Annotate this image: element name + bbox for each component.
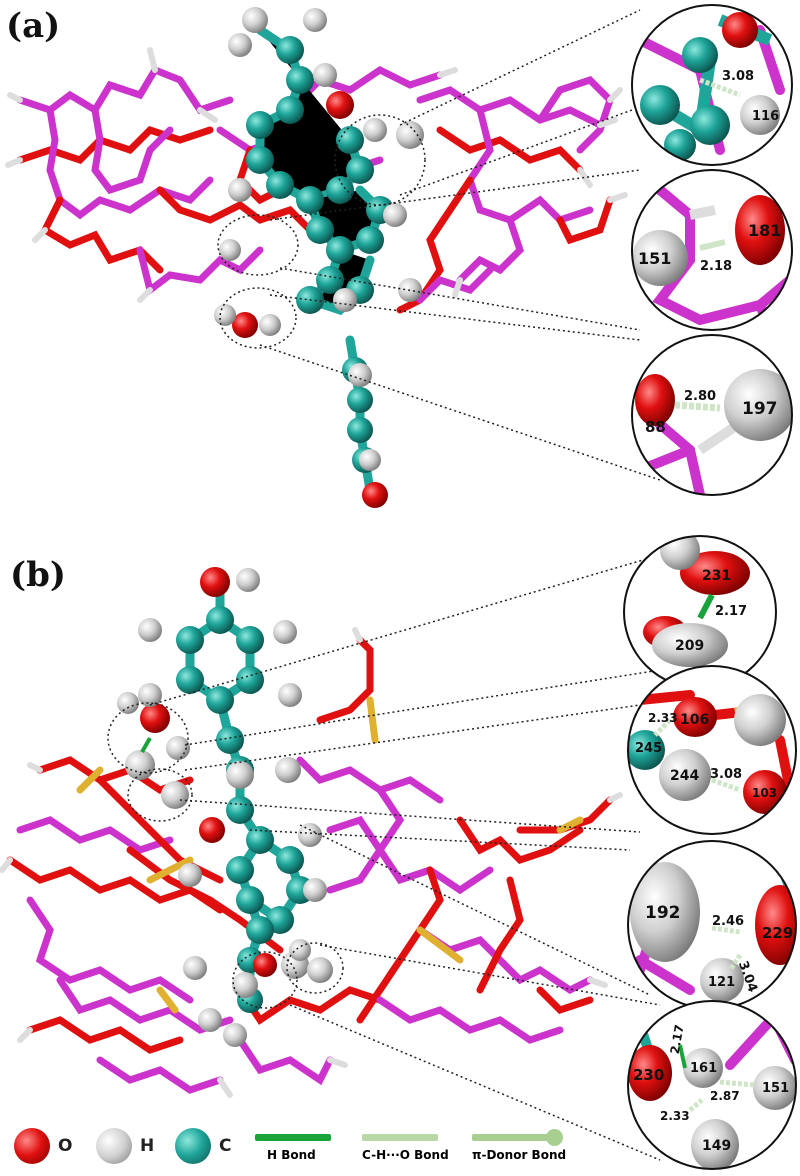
zoom-b2-atom-label: 103	[752, 786, 777, 800]
zoom-b4-atom-label: 149	[702, 1138, 731, 1154]
zoom-b4-atom-label: 151	[762, 1081, 789, 1096]
h-bond-swatch	[255, 1134, 331, 1141]
zoom-b1-atom-label: 231	[702, 568, 731, 584]
legend-item-oxygen: O	[14, 1126, 72, 1166]
zoom-a3-distance: 2.80	[684, 389, 716, 404]
zoom-a1-distance: 3.08	[722, 69, 754, 84]
legend-label: H	[140, 1136, 155, 1156]
zoom-b3-atom-label: 192	[645, 903, 681, 923]
zoom-a2-atom-label: 181	[748, 221, 781, 240]
zoom-circle-b2: 106 245 244 103 2.33 3.08	[627, 665, 797, 835]
hydrogen-atom-swatch	[96, 1128, 132, 1164]
carbon-atom-swatch	[175, 1128, 211, 1164]
legend-item-pi-donor-bond: π-Donor Bond	[472, 1129, 582, 1166]
panel-label-b: (b)	[10, 555, 66, 595]
zoom-a3-atom-label: 88	[645, 418, 666, 436]
zoom-a3-atom-label: 197	[742, 399, 778, 419]
zoom-circle-b4: 230 161 151 149 2.17 2.87 2.33	[627, 1000, 797, 1170]
zoom-a2-distance: 2.18	[700, 259, 732, 274]
zoom-b1-atom-label: 209	[675, 638, 704, 654]
zoom-circle-a3: 88 197 2.80	[631, 334, 793, 496]
zoom-b2-atom-label: 245	[635, 741, 662, 756]
panel-b-structure	[0, 554, 661, 1161]
legend-item-h-bond: H Bond	[255, 1134, 335, 1166]
legend-item-carbon: C	[175, 1126, 231, 1166]
zoom-circle-b3: 192 229 121 2.46 3.04	[627, 840, 797, 1010]
zoom-circle-b1: 231 209 2.17	[623, 535, 777, 689]
pi-donor-bond-end-dot	[546, 1129, 563, 1146]
zoom-b4-distance: 2.87	[710, 1089, 740, 1103]
zoom-a1-atom-label: 116	[752, 109, 779, 124]
zoom-circle-a2: 181 151 2.18	[631, 169, 793, 331]
zoom-b4-atom-label: 230	[633, 1066, 664, 1084]
zoom-b3-atom-label: 229	[762, 924, 793, 942]
panel-label-a: (a)	[6, 6, 61, 46]
zoom-b4-distance: 2.33	[660, 1109, 690, 1123]
ch-o-bond-swatch	[362, 1134, 438, 1141]
zoom-circle-a1: 3.08 116	[631, 4, 793, 166]
zoom-b4-atom-label: 161	[690, 1061, 717, 1076]
oxygen-atom-swatch	[14, 1128, 50, 1164]
legend-label: O	[58, 1136, 73, 1156]
legend-label: H Bond	[267, 1148, 316, 1162]
legend-label: π-Donor Bond	[472, 1148, 567, 1162]
legend-label: C-H···O Bond	[362, 1148, 449, 1162]
zoom-b3-atom-label: 121	[708, 975, 735, 990]
zoom-b1-distance: 2.17	[715, 604, 747, 619]
zoom-b2-distance: 2.33	[648, 711, 678, 725]
panel-a-structure	[5, 7, 661, 508]
zoom-b2-distance: 3.08	[710, 767, 742, 782]
legend: O H C H Bond C-H···O Bond π-Donor Bond	[0, 1126, 800, 1176]
zoom-a2-atom-label: 151	[638, 249, 671, 268]
legend-item-ch-o-bond: C-H···O Bond	[362, 1134, 452, 1166]
pi-donor-bond-swatch	[472, 1134, 552, 1141]
legend-item-hydrogen: H	[96, 1126, 154, 1166]
zoom-b2-atom-label: 106	[680, 712, 709, 728]
legend-label: C	[219, 1136, 232, 1156]
zoom-b2-atom-label: 244	[670, 768, 699, 784]
zoom-b4-distance: 2.17	[668, 1024, 687, 1056]
zoom-b3-distance: 2.46	[712, 914, 744, 929]
